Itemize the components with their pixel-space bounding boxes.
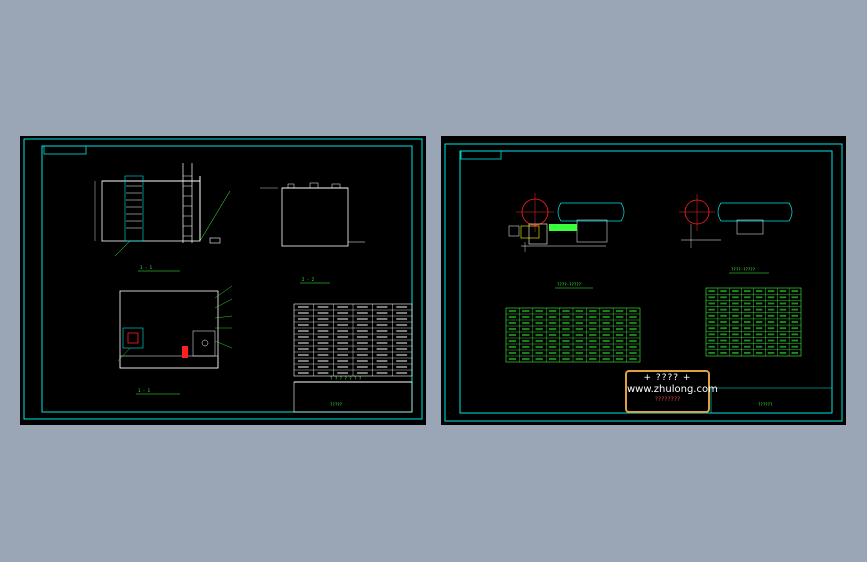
side-view-label: 2 - 2 <box>302 277 315 282</box>
drawing-sheet-left[interactable]: 1 - 1 2 - 2 1 - 1 <box>20 136 426 425</box>
table1-caption: ????-????? <box>557 282 582 287</box>
right-sheet-drawing: ?????? ????-????? ????-????? <box>444 143 843 422</box>
right-data-table-1 <box>505 307 641 363</box>
title-block-caption-left: ? ? ? ? ? ? ? <box>330 376 362 381</box>
plan-view-label: 1 - 1 <box>138 388 151 393</box>
watermark-logo-text: + ???? + <box>643 373 692 383</box>
title-block-name-left: ????? <box>330 402 343 407</box>
watermark-subtext: ???????? <box>654 396 681 403</box>
title-block-name-right: ?????? <box>758 402 773 407</box>
left-sheet-drawing: 1 - 1 2 - 2 1 - 1 <box>23 138 423 420</box>
left-material-table <box>293 303 413 377</box>
front-view-label: 1 - 1 <box>140 265 153 270</box>
right-data-table-2 <box>705 287 802 357</box>
watermark-url: www.zhulong.com <box>627 384 718 395</box>
table2-caption: ????-????? <box>731 267 756 272</box>
zhulong-watermark: + ???? + www.zhulong.com ???????? <box>625 370 718 413</box>
